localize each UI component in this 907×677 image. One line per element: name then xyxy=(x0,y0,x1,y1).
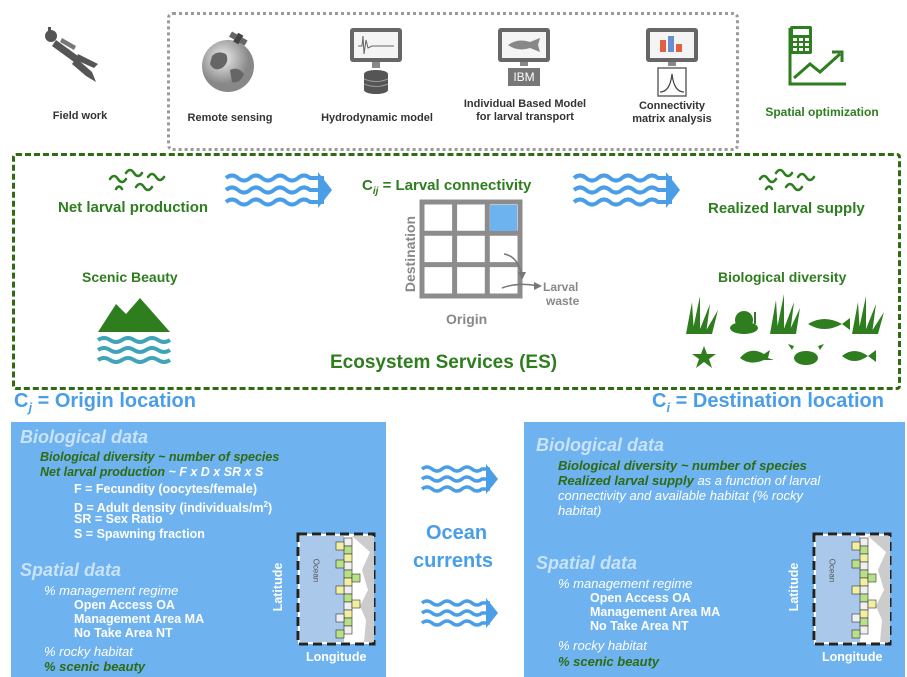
hydrodynamic-model-label: Hydrodynamic model xyxy=(321,112,433,124)
origin-oa: Open Access OA xyxy=(74,598,175,612)
origin-ma: Management Area MA xyxy=(74,612,205,626)
destination-nt: No Take Area NT xyxy=(590,619,689,633)
biodiversity-icons xyxy=(686,294,884,368)
destination-mgmt: % management regime xyxy=(558,576,693,591)
destination-latitude-label: Latitude xyxy=(787,562,801,612)
net-larval-production-label: Net larval production xyxy=(58,199,209,216)
origin-latitude-label: Latitude xyxy=(271,562,285,612)
currents-label: currents xyxy=(413,550,494,572)
mountain-waves-icon xyxy=(96,298,172,364)
origin-sr-line: SR = Sex Ratio xyxy=(74,512,163,526)
destination-axis-label: Destination xyxy=(402,215,418,293)
tools-dotted-box xyxy=(167,12,739,151)
ibm-monitor-icon xyxy=(498,28,550,86)
remote-sensing-label: Remote sensing xyxy=(187,112,273,124)
destination-ma: Management Area MA xyxy=(590,605,721,619)
larval-waste-label-2: waste xyxy=(546,294,580,308)
origin-bio-heading: Biological data xyxy=(20,427,149,447)
origin-bio-diversity: Biological diversity ~ number of species xyxy=(40,450,280,464)
origin-axis-label: Origin xyxy=(446,311,488,327)
larvae-icon-right xyxy=(758,168,816,192)
origin-spatial-heading: Spatial data xyxy=(20,560,122,580)
ecosystem-services-title: Ecosystem Services (ES) xyxy=(330,352,558,373)
diver-icon xyxy=(45,27,98,82)
destination-oa: Open Access OA xyxy=(590,591,691,605)
origin-rocky: % rocky habitat xyxy=(44,644,133,659)
origin-f-line: F = Fecundity (oocytes/female) xyxy=(74,482,258,496)
ibm-label-line1: Individual Based Model xyxy=(463,98,587,110)
wave-arrow-icon xyxy=(224,172,332,208)
field-work-label: Field work xyxy=(52,110,108,122)
connectivity-label-line1: Connectivity xyxy=(638,100,705,112)
destination-rocky: % rocky habitat xyxy=(558,638,647,653)
connectivity-label-line2: matrix analysis xyxy=(632,113,712,125)
destination-longitude-label: Longitude xyxy=(822,650,883,664)
larval-waste-label-1: Larval xyxy=(543,280,579,294)
destination-bio-diversity: Biological diversity ~ number of species xyxy=(558,458,807,473)
scenic-beauty-label: Scenic Beauty xyxy=(82,269,178,285)
ocean-wave-arrow-top xyxy=(420,464,498,494)
destination-location-title: Ci = Destination location xyxy=(652,390,884,415)
origin-scenic: % scenic beauty xyxy=(44,659,146,674)
ecosystem-services-box xyxy=(12,153,901,390)
origin-longitude-label: Longitude xyxy=(306,650,367,664)
destination-realized-d: habitat) xyxy=(558,503,602,518)
origin-location-title: Cj = Origin location xyxy=(14,390,196,415)
connectivity-monitor-icon xyxy=(646,28,698,97)
ibm-label-line2: for larval transport xyxy=(476,111,574,123)
ocean-label: Ocean xyxy=(426,522,488,544)
origin-map-ocean-label: Ocean xyxy=(311,558,321,583)
origin-nt: No Take Area NT xyxy=(74,626,173,640)
ocean-wave-arrow-bottom xyxy=(420,598,498,628)
globe-satellite-icon xyxy=(202,31,254,92)
origin-mgmt: % management regime xyxy=(44,583,179,598)
connectivity-matrix xyxy=(419,199,523,299)
larval-connectivity-label: Cij = Larval connectivity xyxy=(362,177,532,197)
origin-coast-map xyxy=(296,532,376,646)
destination-scenic: % scenic beauty xyxy=(558,654,660,669)
origin-net-larval: Net larval production ~ F x D x SR x S xyxy=(40,465,264,479)
biological-diversity-label: Biological diversity xyxy=(718,269,847,285)
origin-s-line: S = Spawning fraction xyxy=(74,527,205,541)
destination-realized-c: connectivity and available habitat (% ro… xyxy=(558,488,803,503)
wave-arrow-icon-2 xyxy=(572,172,680,208)
monitor-database-icon xyxy=(350,28,402,94)
larval-waste-arrows xyxy=(501,253,542,290)
destination-bio-heading: Biological data xyxy=(536,435,665,455)
spatial-optimization-label: Spatial optimization xyxy=(765,105,879,119)
calculator-chart-icon xyxy=(788,26,846,86)
origin-d-line: D = Adult density (individuals/m2) xyxy=(74,500,273,516)
destination-realized-a: Realized larval supply as a function of … xyxy=(558,473,821,488)
destination-coast-map xyxy=(812,532,892,646)
destination-map-ocean-label: Ocean xyxy=(827,558,837,583)
destination-spatial-heading: Spatial data xyxy=(536,553,638,573)
ibm-screen-label: IBM xyxy=(513,70,535,84)
realized-larval-supply-label: Realized larval supply xyxy=(708,200,865,217)
larvae-icon xyxy=(108,168,166,192)
